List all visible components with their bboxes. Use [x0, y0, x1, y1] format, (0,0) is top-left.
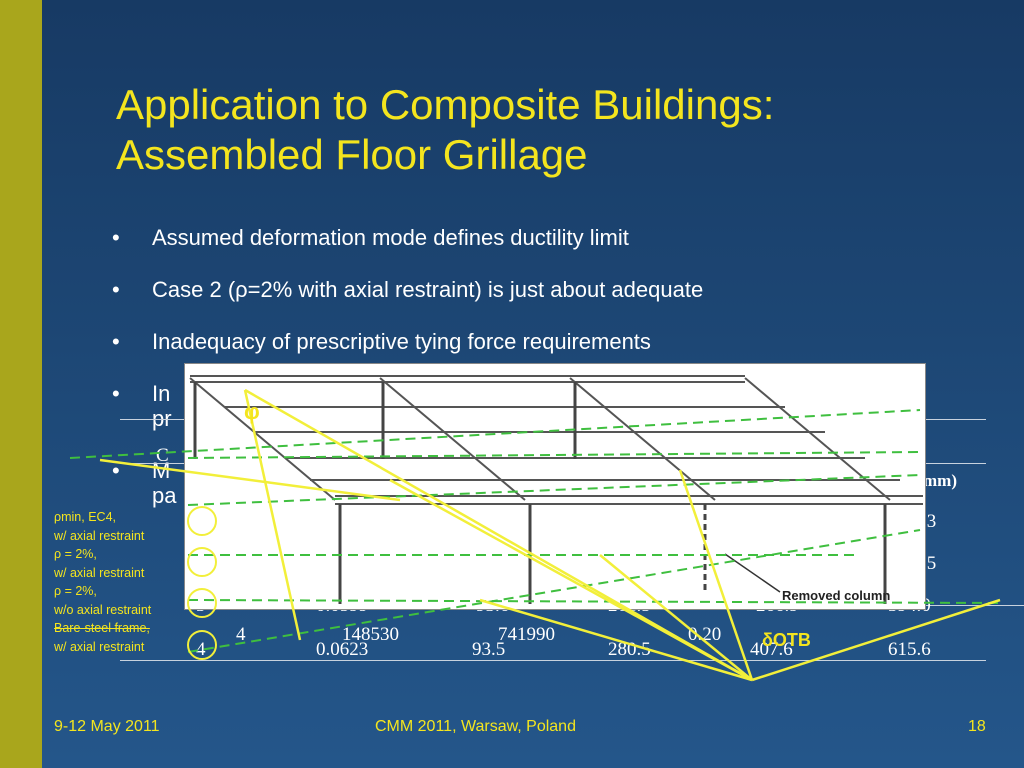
bullet-list: •Assumed deformation mode defines ductil…	[112, 225, 1012, 535]
legend-line: ρ = 2%,	[54, 547, 97, 561]
legend-line: w/o axial restraint	[54, 602, 152, 617]
table-header-unit: mm)	[923, 471, 957, 490]
table-cell: 148530	[342, 624, 399, 645]
bullet-item: •Assumed deformation mode defines ductil…	[112, 225, 629, 250]
table-cell: 615.6	[888, 639, 931, 660]
table-cell: 93.5	[472, 639, 506, 660]
title-line-1: Application to Composite Buildings:	[116, 81, 775, 128]
bullet-dot: •	[112, 225, 120, 250]
bullet-tail: pa	[152, 483, 177, 508]
bullet-item: •Inadequacy of prescriptive tying force …	[112, 329, 651, 354]
bullet-dot: •	[112, 277, 120, 302]
table-rule	[120, 660, 986, 661]
slide-title: Application to Composite Buildings: Asse…	[116, 80, 996, 180]
legend-line: w/ axial restraint	[54, 639, 145, 654]
bullet-item: •Case 2 (ρ=2% with axial restraint) is j…	[112, 277, 704, 302]
table-cell: 4	[236, 624, 246, 645]
table-cell: 407.6	[750, 639, 793, 660]
legend-line: ρ = 2%,	[54, 584, 97, 598]
case-legend: ρmin, EC4, w/ axial restraint ρ = 2%, w/…	[54, 508, 214, 656]
legend-line: w/ axial restraint	[54, 528, 145, 543]
bullet-dot: •	[112, 458, 120, 483]
table-cell: 280.5	[608, 639, 651, 660]
footer-page-number: 18	[968, 718, 986, 735]
title-line-2: Assembled Floor Grillage	[116, 131, 588, 178]
legend-line: ρmin, EC4,	[54, 510, 116, 524]
removed-column-label: Removed column	[782, 588, 891, 603]
table-cell: 0.0623	[316, 639, 369, 660]
bullet-dot: •	[112, 381, 120, 406]
delta-otb-label: δOTB	[762, 630, 811, 650]
table-cell: 0.20	[688, 624, 722, 645]
sidebar-stripe	[0, 0, 42, 768]
table-header-fragment: C	[156, 445, 169, 466]
legend-line: Bare-steel frame,	[54, 621, 150, 635]
legend-line: w/ axial restraint	[54, 565, 145, 580]
footer-event: CMM 2011, Warsaw, Poland	[375, 718, 576, 735]
bullet-dot: •	[112, 329, 120, 354]
bullet-tail: pr	[152, 406, 172, 431]
footer-date: 9-12 May 2011	[54, 718, 160, 735]
table-cell: 741990	[498, 624, 555, 645]
table-cell: 4	[196, 639, 206, 660]
phi-symbol: φ	[244, 399, 260, 424]
